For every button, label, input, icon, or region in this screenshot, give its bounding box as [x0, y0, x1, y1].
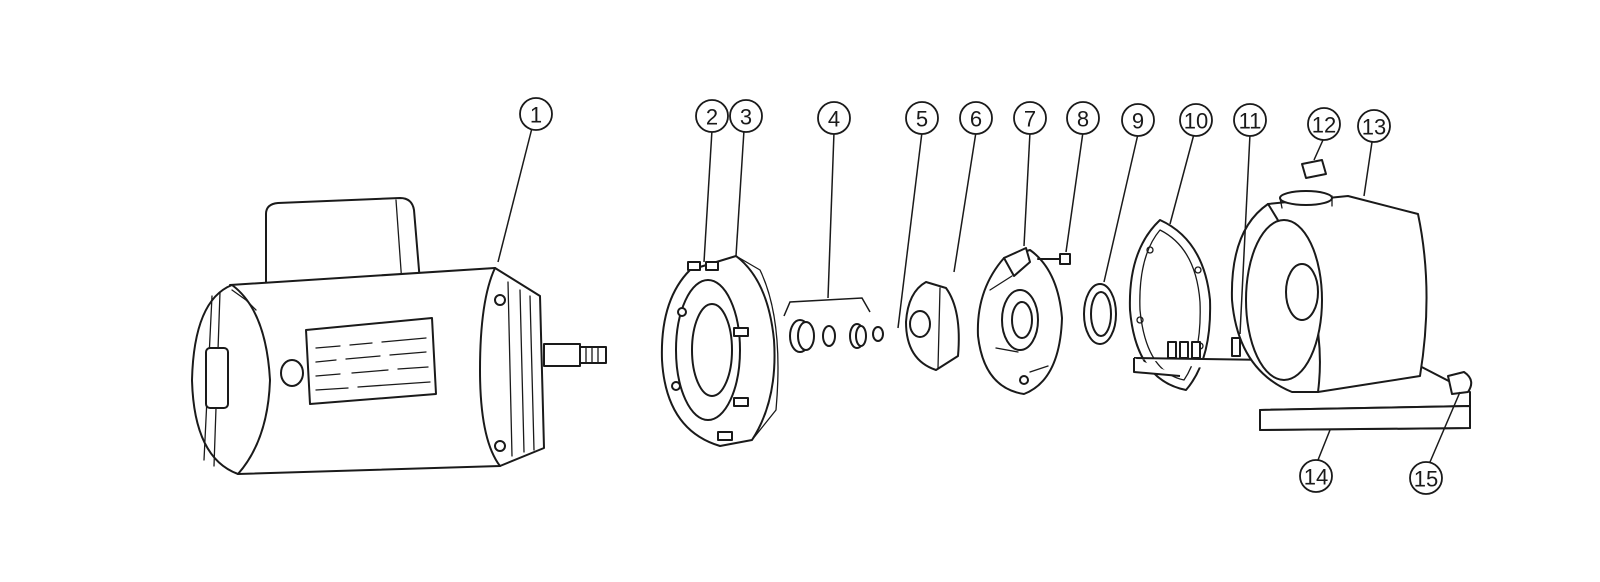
callout-label: 4: [828, 107, 840, 132]
callout-label: 9: [1132, 109, 1144, 134]
callout-7: 7: [1013, 101, 1047, 135]
washer: [872, 326, 884, 342]
callout-label: 8: [1077, 107, 1089, 132]
callout-9: 9: [1121, 103, 1155, 137]
callout-label: 15: [1414, 467, 1438, 492]
callout-3: 3: [729, 99, 763, 133]
callout-13: 13: [1357, 109, 1391, 143]
callout-14: 14: [1299, 459, 1333, 493]
callout-1: 1: [519, 97, 553, 131]
callout-label: 11: [1239, 109, 1262, 134]
callout-8: 8: [1066, 101, 1100, 135]
o-ring: [1083, 283, 1117, 345]
callout-label: 14: [1304, 465, 1328, 490]
callout-2: 2: [695, 99, 729, 133]
diffuser: [976, 247, 1063, 395]
callout-12: 12: [1307, 107, 1341, 141]
callout-label: 10: [1184, 109, 1208, 134]
callout-label: 2: [706, 105, 718, 130]
motor: [191, 197, 607, 475]
pump-body: [1133, 159, 1473, 431]
callout-label: 13: [1362, 115, 1386, 140]
shaft-seal: [783, 297, 871, 353]
callout-label: 12: [1312, 113, 1336, 138]
callout-6: 6: [959, 101, 993, 135]
callout-5: 5: [905, 101, 939, 135]
callout-label: 7: [1024, 107, 1036, 132]
gasket: [1128, 219, 1212, 391]
callout-11: 11: [1233, 103, 1267, 137]
diffuser-screw: [1037, 253, 1071, 265]
impeller: [905, 281, 960, 371]
leader-lines: [497, 127, 1461, 463]
callout-15: 15: [1409, 461, 1443, 495]
callout-label: 5: [916, 107, 928, 132]
callout-label: 1: [530, 103, 542, 128]
callout-10: 10: [1179, 103, 1213, 137]
callout-label: 3: [740, 105, 752, 130]
callout-label: 6: [970, 107, 982, 132]
callout-4: 4: [817, 101, 851, 135]
seal-plate-adapter: [660, 255, 779, 447]
